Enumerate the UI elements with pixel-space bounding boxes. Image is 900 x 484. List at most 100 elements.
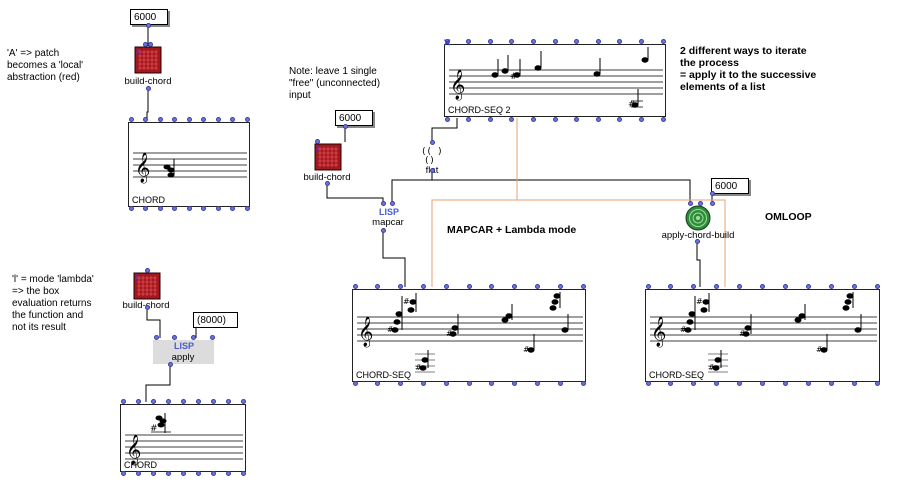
connection-point[interactable] (186, 116, 192, 122)
omloop-icon[interactable] (685, 205, 711, 231)
connection-point[interactable] (760, 380, 765, 386)
connection-point[interactable] (157, 205, 163, 211)
connection-point[interactable] (691, 283, 697, 289)
connection-point[interactable] (444, 38, 450, 44)
close-x-icon[interactable]: ✕ (443, 38, 452, 49)
connection-point[interactable] (180, 470, 186, 476)
connection-point[interactable] (230, 116, 235, 122)
connection-point[interactable] (714, 283, 720, 289)
build-chord-abstraction-icon[interactable]: A (134, 46, 162, 74)
connection-point[interactable] (512, 380, 518, 386)
connection-point[interactable] (128, 205, 134, 211)
connection-point[interactable] (165, 470, 171, 476)
connection-point[interactable] (557, 380, 563, 386)
connection-point[interactable] (244, 116, 250, 122)
connection-point[interactable] (201, 205, 206, 211)
connection-point[interactable] (638, 116, 644, 122)
connection-point[interactable] (737, 283, 743, 289)
connection-point[interactable] (240, 470, 246, 476)
connection-point[interactable] (230, 205, 235, 211)
connection-point[interactable] (580, 283, 586, 289)
connection-point[interactable] (660, 116, 666, 122)
connection-point[interactable] (167, 361, 173, 367)
connection-point[interactable] (165, 398, 171, 404)
connection-point[interactable] (135, 398, 141, 404)
connection-point[interactable] (466, 116, 472, 122)
connection-point[interactable] (828, 283, 834, 289)
connection-point[interactable] (580, 380, 586, 386)
connection-point[interactable] (697, 200, 703, 206)
connection-point[interactable] (147, 41, 153, 47)
connection-point[interactable] (617, 116, 623, 122)
chord-seq-right-editor[interactable]: 𝄞 ##### CHORD-SEQ (645, 289, 880, 382)
connection-point[interactable] (691, 380, 697, 386)
connection-point[interactable] (668, 283, 674, 289)
connection-point[interactable] (668, 380, 674, 386)
connection-point[interactable] (375, 283, 381, 289)
connection-point[interactable] (443, 380, 449, 386)
connection-point[interactable] (574, 38, 580, 44)
connection-point[interactable] (512, 283, 518, 289)
connection-point[interactable] (552, 116, 558, 122)
chord-editor-top[interactable]: 𝄞 CHORD (128, 122, 250, 207)
connection-point[interactable] (489, 380, 495, 386)
connection-point[interactable] (487, 38, 493, 44)
connection-point[interactable] (150, 398, 156, 404)
connection-point[interactable] (874, 283, 880, 289)
connection-point[interactable] (144, 267, 150, 273)
connection-point[interactable] (489, 283, 495, 289)
connection-point[interactable] (443, 283, 449, 289)
connection-point[interactable] (186, 205, 192, 211)
connection-point[interactable] (210, 470, 216, 476)
connection-point[interactable] (324, 180, 330, 186)
chord-editor-bottom[interactable]: 𝄞 # CHORD (120, 404, 246, 472)
connection-point[interactable] (851, 380, 857, 386)
connection-point[interactable] (851, 283, 857, 289)
connection-point[interactable] (617, 38, 623, 44)
connection-point[interactable] (352, 283, 358, 289)
connection-point[interactable] (380, 200, 386, 206)
connection-point[interactable] (595, 116, 601, 122)
connection-point[interactable] (135, 470, 141, 476)
build-chord-lambda-icon[interactable]: λ (133, 272, 161, 300)
chord-seq-2-editor[interactable]: 𝄞 # # CHORD-SEQ 2 (444, 44, 666, 117)
connection-point[interactable] (709, 200, 715, 206)
connection-point[interactable] (874, 380, 880, 386)
flat-icon[interactable]: (( )) () (420, 145, 444, 165)
connection-point[interactable] (375, 380, 381, 386)
connection-point[interactable] (638, 38, 644, 44)
connection-point[interactable] (150, 470, 156, 476)
connection-point[interactable] (466, 380, 472, 386)
connection-point[interactable] (225, 470, 231, 476)
connection-point[interactable] (557, 283, 563, 289)
connection-point[interactable] (466, 283, 472, 289)
connection-point[interactable] (530, 38, 536, 44)
number-box-apply-arg[interactable]: (8000) (193, 312, 238, 328)
connection-point[interactable] (352, 380, 358, 386)
connection-point[interactable] (172, 205, 177, 211)
connection-point[interactable] (225, 398, 231, 404)
connection-point[interactable] (444, 116, 450, 122)
connection-point[interactable] (782, 380, 788, 386)
connection-point[interactable] (153, 334, 159, 340)
connection-point[interactable] (172, 334, 178, 340)
connection-point[interactable] (128, 116, 134, 122)
connection-point[interactable] (487, 116, 493, 122)
connection-point[interactable] (420, 283, 426, 289)
connection-point[interactable] (530, 116, 536, 122)
connection-point[interactable] (709, 190, 715, 196)
connection-point[interactable] (805, 380, 811, 386)
connection-point[interactable] (195, 398, 201, 404)
connection-point[interactable] (380, 227, 386, 233)
mapcar-label[interactable]: mapcar (372, 217, 404, 228)
connection-point[interactable] (389, 200, 395, 206)
connection-point[interactable] (210, 398, 216, 404)
apply-box[interactable] (153, 340, 214, 364)
connection-point[interactable] (645, 380, 651, 386)
connection-point[interactable] (201, 116, 206, 122)
connection-point[interactable] (314, 138, 320, 144)
connection-point[interactable] (144, 304, 150, 310)
connection-point[interactable] (172, 116, 177, 122)
number-box-middle[interactable]: 6000 (335, 110, 373, 126)
connection-point[interactable] (509, 38, 515, 44)
